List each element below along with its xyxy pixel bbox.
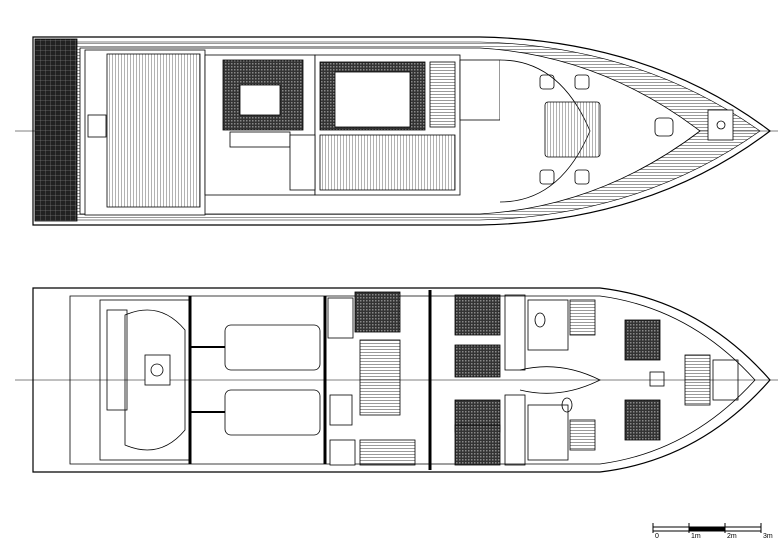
swim-platform <box>34 38 78 222</box>
crew-cabin <box>354 291 401 333</box>
vip-berth-port <box>624 319 661 361</box>
engine-starboard <box>224 389 321 436</box>
vip-berth-stbd <box>624 399 661 441</box>
aft-deck-sunpad <box>106 53 201 208</box>
scale-bar <box>652 523 762 533</box>
head-starboard <box>527 404 569 461</box>
hull-outline <box>32 36 771 226</box>
lower-deck-plan <box>15 287 778 473</box>
head-port <box>527 299 569 351</box>
helm <box>459 59 501 121</box>
hull-outline-lower <box>32 287 771 473</box>
guest-berth-2 <box>454 344 501 378</box>
tender <box>124 309 186 451</box>
scale-label-3m: 3m <box>763 533 773 540</box>
anchor-windlass <box>707 109 734 141</box>
guest-berth-4 <box>454 424 501 466</box>
bow-locker <box>684 354 711 406</box>
scale-label-1m: 1m <box>691 533 701 540</box>
bow-sunpad <box>544 101 601 158</box>
scale-label-2m: 2m <box>727 533 737 540</box>
scale-label-0: 0 <box>655 533 659 540</box>
guest-berth-1 <box>454 294 501 336</box>
upper-deck-plan <box>15 36 778 226</box>
engine-port <box>224 324 321 371</box>
